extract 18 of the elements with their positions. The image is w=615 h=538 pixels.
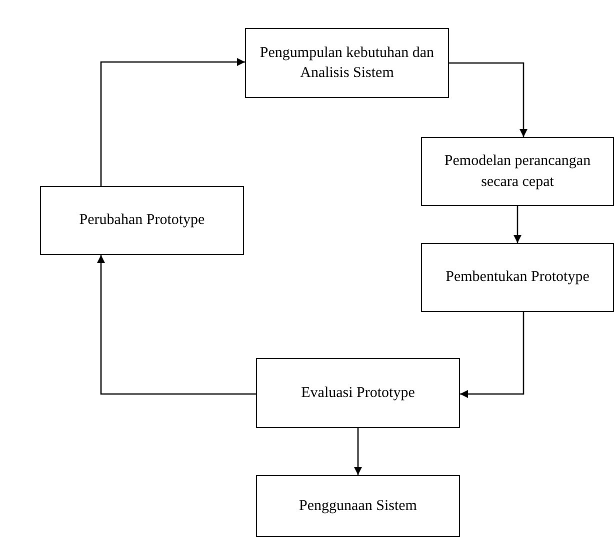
box-label: Perubahan Prototype <box>79 211 205 230</box>
arrow <box>97 255 256 395</box>
box-label: Pembentukan Prototype <box>446 268 590 288</box>
process-box <box>40 186 244 255</box>
arrow <box>460 312 524 398</box>
process-box <box>256 358 460 428</box>
process-box <box>256 475 460 537</box>
box-label: Evaluasi Prototype <box>301 384 415 403</box>
box-label: Pengumpulan kebutuhan dan Analisis Sistem <box>258 44 436 83</box>
process-box <box>421 137 614 206</box>
arrow <box>449 62 528 137</box>
arrow <box>514 206 522 243</box>
process-box <box>245 28 449 98</box>
box-label: Penggunaan Sistem <box>299 496 417 516</box>
arrow <box>354 428 362 475</box>
box-label: Pemodelan perancangan secara cepat <box>443 152 592 192</box>
process-box <box>421 243 614 312</box>
arrow <box>100 58 245 186</box>
